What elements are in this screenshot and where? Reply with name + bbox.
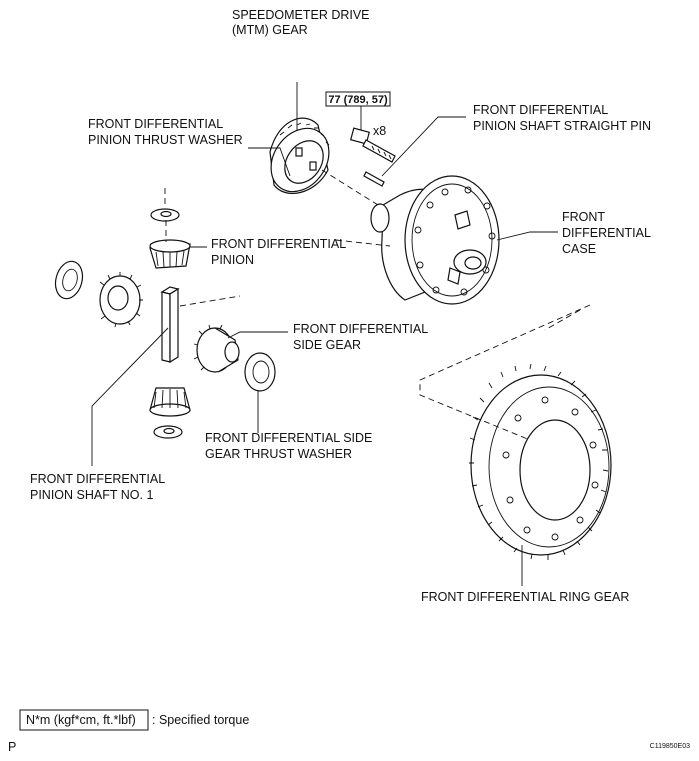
label-side-washer-line2: GEAR THRUST WASHER xyxy=(205,447,352,461)
label-pinion-shaft-line1: FRONT DIFFERENTIAL xyxy=(30,472,165,486)
label-straight-pin-line1: FRONT DIFFERENTIAL xyxy=(473,103,608,117)
speedometer-drive-gear xyxy=(269,117,330,194)
torque-legend: N*m (kgf*cm, ft.*lbf) : Specified torque xyxy=(19,709,249,731)
label-pinion-thrust-washer-line1: FRONT DIFFERENTIAL xyxy=(88,117,223,131)
label-pinion-line2: PINION xyxy=(211,253,254,267)
differential-case xyxy=(370,175,500,305)
side-gear-left xyxy=(99,272,143,328)
label-pinion-line1: FRONT DIFFERENTIAL xyxy=(211,237,346,251)
side-gear-thrust-washer-right xyxy=(244,352,276,392)
footer-left-mark: P xyxy=(8,740,16,754)
pinion-thrust-washer-lower xyxy=(153,425,183,439)
leader-lines xyxy=(91,82,558,586)
torque-value: 77 (789, 57) xyxy=(328,94,388,106)
torque-spec-box: 77 (789, 57) xyxy=(325,91,391,107)
ring-gear xyxy=(469,363,612,560)
label-speedometer-gear-line2: (MTM) GEAR xyxy=(232,23,308,37)
label-ring-gear: FRONT DIFFERENTIAL RING GEAR xyxy=(421,590,629,604)
ring-gear-bolt xyxy=(349,127,396,163)
pinion-upper xyxy=(149,239,191,269)
part-labels: SPEEDOMETER DRIVE (MTM) GEAR FRONT DIFFE… xyxy=(30,8,651,604)
bolt-quantity: x8 xyxy=(373,124,386,138)
label-side-gear-line1: FRONT DIFFERENTIAL xyxy=(293,322,428,336)
pinion-shaft-no1 xyxy=(160,286,180,364)
label-speedometer-gear-line1: SPEEDOMETER DRIVE xyxy=(232,8,370,22)
pinion-lower xyxy=(149,387,191,417)
label-pinion-shaft-line2: PINION SHAFT NO. 1 xyxy=(30,488,153,502)
label-side-washer-line1: FRONT DIFFERENTIAL SIDE xyxy=(205,431,372,445)
label-side-gear-line2: SIDE GEAR xyxy=(293,338,361,352)
pinion-shaft-straight-pin xyxy=(363,171,385,187)
label-straight-pin-line2: PINION SHAFT STRAIGHT PIN xyxy=(473,119,651,133)
assembly-dashed-lines xyxy=(164,169,591,441)
label-pinion-thrust-washer-line2: PINION THRUST WASHER xyxy=(88,133,243,147)
figure-code: C119850E03 xyxy=(650,743,690,750)
label-case-line3: CASE xyxy=(562,242,596,256)
legend-description: : Specified torque xyxy=(152,713,249,727)
label-case-line2: DIFFERENTIAL xyxy=(562,226,651,240)
pinion-thrust-washer-upper xyxy=(150,208,180,222)
side-gear-right xyxy=(193,324,240,373)
side-gear-thrust-washer-left xyxy=(54,260,84,300)
label-case-line1: FRONT xyxy=(562,210,605,224)
legend-unit-box: N*m (kgf*cm, ft.*lbf) xyxy=(26,713,136,727)
